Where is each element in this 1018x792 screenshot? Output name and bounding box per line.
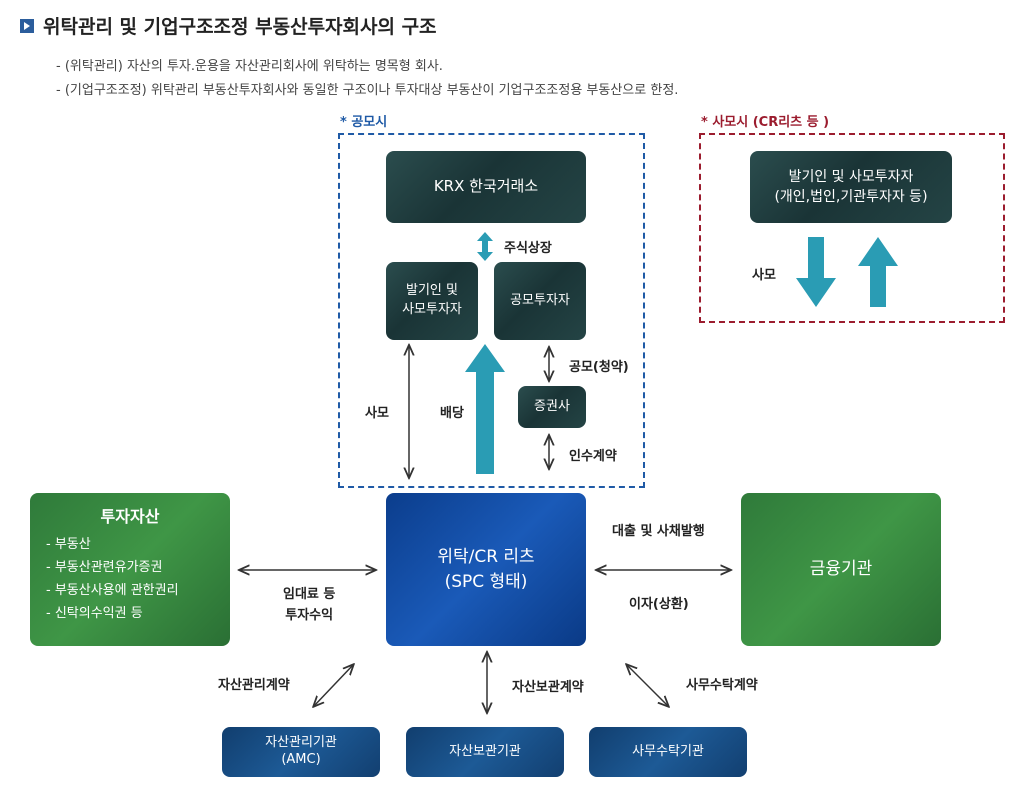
public-investor-box: 공모투자자 — [494, 262, 586, 340]
securities-box: 증권사 — [518, 386, 586, 428]
public-section-frame — [338, 133, 645, 488]
amc-contract-label: 자산관리계약 — [218, 678, 290, 693]
admin-contract-arrow — [627, 665, 668, 706]
dividend-arrow — [465, 344, 505, 474]
assets-title: 투자자산 — [100, 507, 160, 526]
description-cr: - (기업구조조정) 위탁관리 부동산투자회사와 동일한 구조이나 투자대상 부… — [56, 83, 679, 98]
securities-label: 증권사 — [534, 398, 570, 414]
public-investor-label: 공모투자자 — [510, 292, 570, 308]
underwriting-label: 인수계약 — [569, 449, 617, 464]
loan-label: 대출 및 사채발행 — [612, 524, 705, 539]
private-label: 사모 — [365, 406, 389, 421]
subscription-label: 공모(청약) — [569, 360, 629, 375]
listing-arrow — [477, 232, 493, 261]
admin-box: 사무수탁기관 — [589, 727, 747, 777]
issuer-line-1: 발기인 및 — [406, 283, 458, 299]
custody-contract-label: 자산보관계약 — [512, 680, 584, 695]
assets-list: - 부동산 - 부동산관련유가증권 - 부동산사용에 관한권리 - 신탁의수익권… — [46, 533, 230, 625]
description-trust: - (위탁관리) 자산의 투자.운용을 자산관리회사에 위탁하는 명목형 회사. — [56, 59, 443, 74]
amc-contract-arrow — [314, 665, 353, 706]
listing-label: 주식상장 — [504, 241, 552, 256]
admin-contract-label: 사무수탁계약 — [686, 678, 758, 693]
assets-box: 투자자산 - 부동산 - 부동산관련유가증권 - 부동산사용에 관한권리 - 신… — [30, 493, 230, 646]
private-section-label: * 사모시 (CR리츠 등 ) — [701, 115, 830, 130]
issuer-line-2: 사모투자자 — [402, 302, 462, 317]
private-up-arrow — [858, 237, 898, 307]
asset-item: - 부동산관련유가증권 — [46, 560, 163, 575]
public-section-label: * 공모시 — [340, 115, 388, 130]
page-title: 위탁관리 및 기업구조조정 부동산투자회사의 구조 — [20, 12, 437, 39]
dividend-label: 배당 — [440, 406, 464, 421]
rent-label: 임대료 등 투자수익 — [283, 584, 335, 626]
asset-item: - 신탁의수익권 등 — [46, 606, 143, 621]
reits-line-1: 위탁/CR 리츠 — [437, 546, 535, 567]
reits-box: 위탁/CR 리츠 (SPC 형태) — [386, 493, 586, 646]
private-investor-line-1: 발기인 및 사모투자자 — [788, 168, 914, 185]
finance-label: 금융기관 — [809, 559, 873, 580]
private-down-arrow — [796, 237, 836, 307]
rent-label-line-1: 임대료 등 — [283, 587, 336, 602]
reits-line-2: (SPC 형태) — [444, 571, 528, 592]
rent-label-line-2: 투자수익 — [285, 608, 334, 623]
private-section-private-label: 사모 — [752, 268, 776, 283]
custody-label: 자산보관기관 — [449, 743, 521, 759]
title-text: 위탁관리 및 기업구조조정 부동산투자회사의 구조 — [43, 16, 437, 38]
amc-line-2: (AMC) — [281, 752, 321, 767]
amc-box: 자산관리기관 (AMC) — [222, 727, 380, 777]
private-investor-line-2: (개인,법인,기관투자자 등) — [774, 189, 928, 205]
krx-box: KRX 한국거래소 — [386, 151, 586, 223]
asset-item: - 부동산 — [46, 537, 91, 552]
private-section-frame — [699, 133, 1005, 323]
krx-label: KRX 한국거래소 — [433, 177, 539, 196]
private-investor-box: 발기인 및 사모투자자 (개인,법인,기관투자자 등) — [750, 151, 952, 223]
bullet-icon — [20, 18, 34, 33]
custody-box: 자산보관기관 — [406, 727, 564, 777]
issuer-box: 발기인 및 사모투자자 — [386, 262, 478, 340]
interest-label: 이자(상환) — [629, 597, 689, 612]
amc-line-1: 자산관리기관 — [265, 735, 337, 751]
asset-item: - 부동산사용에 관한권리 — [46, 583, 179, 598]
finance-box: 금융기관 — [741, 493, 941, 646]
admin-label: 사무수탁기관 — [632, 743, 704, 759]
